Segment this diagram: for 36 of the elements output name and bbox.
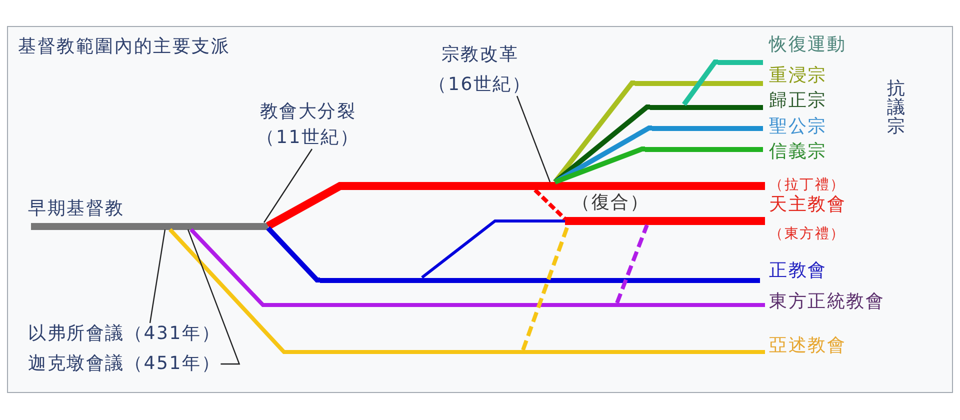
branch-line <box>190 228 266 307</box>
branch-label: 正教會 <box>769 260 827 282</box>
event-label: 教會大分裂 <box>260 101 356 123</box>
council-label: 迦克墩會議（451年） <box>28 353 221 375</box>
branch-label: 信義宗 <box>769 141 827 163</box>
branch-label: 天主教會 <box>769 194 846 216</box>
branch-label: （東方禮） <box>769 226 846 242</box>
dashed-line <box>534 188 566 220</box>
diagram-title: 基督教範圍內的主要支派 <box>18 36 230 58</box>
branch-label: 恢復運動 <box>769 34 846 56</box>
date-label: （16世紀） <box>428 74 532 96</box>
council-label: 以弗所會議（431年） <box>28 323 221 345</box>
leader-line <box>187 229 240 365</box>
branch-line <box>421 220 565 279</box>
leader-line <box>516 96 551 182</box>
annotation-label: （復合） <box>572 192 650 214</box>
branch-label: 重浸宗 <box>769 65 827 87</box>
branch-line <box>553 104 650 184</box>
dashed-line <box>615 224 649 304</box>
branch-line <box>266 226 320 282</box>
branch-line <box>554 146 645 184</box>
branch-label: 早期基督教 <box>28 198 124 220</box>
branch-label: 歸正宗 <box>769 90 827 112</box>
leader-line <box>149 229 166 324</box>
leader-line <box>264 148 312 223</box>
dashed-line <box>521 224 570 351</box>
branch-label: 東方正統教會 <box>769 291 885 313</box>
branch-line <box>553 80 635 184</box>
group-label: 抗議宗 <box>887 79 905 136</box>
branch-label: 亞述教會 <box>769 335 846 357</box>
branch-line <box>266 182 344 230</box>
branch-label: （拉丁禮） <box>769 176 846 194</box>
date-label: （11世紀） <box>256 127 360 149</box>
branch-line <box>168 228 287 354</box>
event-label: 宗教改革 <box>441 44 519 66</box>
branch-label: 聖公宗 <box>769 116 827 138</box>
